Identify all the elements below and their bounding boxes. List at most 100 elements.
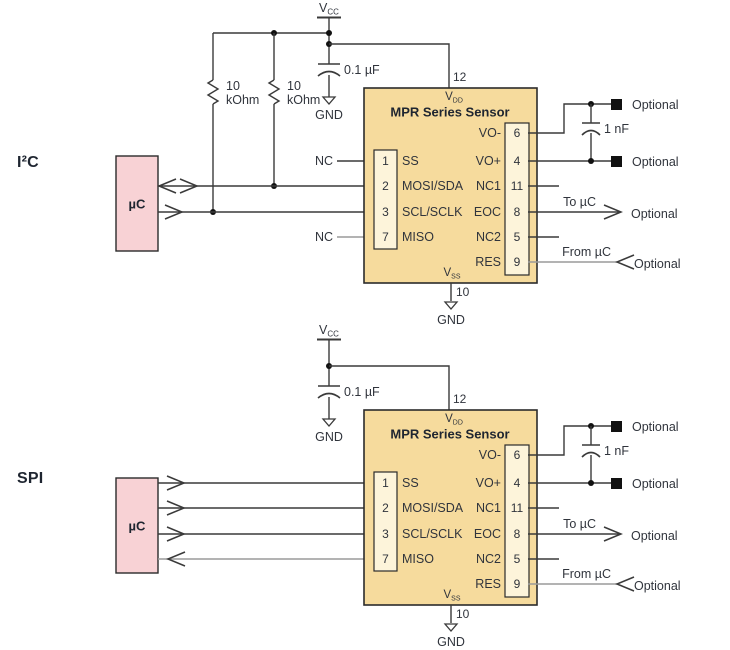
spi-arrow-left <box>166 551 186 567</box>
spi-optional-terminal-square <box>611 478 622 489</box>
i2c-pin-name: NC2 <box>476 230 501 244</box>
spi-gnd-label: GND <box>315 430 343 444</box>
i2c-pin-number: 4 <box>514 154 521 168</box>
spi-pin-10-number: 10 <box>456 607 470 621</box>
spi-sensor-title: MPR Series Sensor <box>390 427 509 442</box>
i2c-resistor-value: kOhm <box>287 93 320 107</box>
spi-decoupling-cap-plate-curved <box>317 392 341 399</box>
i2c-pin-number: 8 <box>514 205 521 219</box>
spi-optional-label: Optional <box>631 529 678 543</box>
i2c-pullup-resistor <box>206 79 220 105</box>
i2c-junction-dot <box>326 30 332 36</box>
spi-pin-number: 3 <box>382 527 389 541</box>
spi-vdd-branch-wire <box>329 365 450 410</box>
spi-arrow-right <box>166 500 186 516</box>
spi-pin-name: MOSI/SDA <box>402 501 464 515</box>
spi-pin-number: 4 <box>514 476 521 490</box>
i2c-resistor-value: 10 <box>226 79 240 93</box>
i2c-pin-number: 1 <box>382 154 389 168</box>
spi-pin-number: 9 <box>514 577 521 591</box>
i2c-optional-terminal-square <box>611 99 622 110</box>
spi-pin-number: 6 <box>514 448 521 462</box>
spi-arrow-right <box>603 526 623 542</box>
spi-optional-label: Optional <box>632 420 679 434</box>
spi-arrow-left <box>615 576 635 592</box>
spi-optional-label: Optional <box>632 477 679 491</box>
i2c-decoupling-cap-plate-curved <box>317 70 341 77</box>
spi-to-mcu-label: To µC <box>563 517 596 531</box>
i2c-pin-name: VO- <box>479 126 501 140</box>
spi-pin-number: 7 <box>382 552 389 566</box>
i2c-pin-number: 2 <box>382 179 389 193</box>
i2c-arrow-right <box>603 204 623 220</box>
i2c-pin-name: SS <box>402 154 419 168</box>
spi-pin-name: RES <box>475 577 501 591</box>
spi-pin-number: 2 <box>382 501 389 515</box>
i2c-pin-name: EOC <box>474 205 501 219</box>
spi-left-pin-box <box>373 471 398 572</box>
i2c-filter-cap-plate-curved <box>581 129 601 136</box>
i2c-gnd-symbol <box>321 96 337 105</box>
i2c-from-mcu-label: From µC <box>562 245 611 259</box>
i2c-pin-10-number: 10 <box>456 285 470 299</box>
spi-gnd-symbol <box>443 623 459 632</box>
spi-pin-name: VO- <box>479 448 501 462</box>
spi-vdd-label: VDD <box>445 413 463 426</box>
spi-pin-12-number: 12 <box>453 392 467 406</box>
i2c-nc-label: NC <box>315 230 333 244</box>
i2c-gnd-symbol <box>443 301 459 310</box>
spi-pin-name: SCL/SCLK <box>402 527 463 541</box>
section-label-i2c: I²C <box>17 154 39 171</box>
i2c-to-mcu-label: To µC <box>563 195 596 209</box>
i2c-decoupling-cap-value: 0.1 µF <box>344 63 380 77</box>
spi-mcu-label: µC <box>129 519 146 534</box>
spi-pin-number: 1 <box>382 476 389 490</box>
i2c-pin-number: 9 <box>514 255 521 269</box>
spi-pin-name: NC1 <box>476 501 501 515</box>
i2c-optional-label: Optional <box>632 155 679 169</box>
i2c-vo-minus-wire <box>528 103 611 134</box>
i2c-pullup-resistor <box>267 79 281 105</box>
i2c-filter-cap-value: 1 nF <box>604 122 629 136</box>
spi-pin-name: VO+ <box>476 476 501 490</box>
i2c-pin-number: 5 <box>514 230 521 244</box>
spi-pin-name: EOC <box>474 527 501 541</box>
spi-pin-number: 8 <box>514 527 521 541</box>
spi-pin-name: NC2 <box>476 552 501 566</box>
i2c-bidirectional-arrow <box>179 178 199 194</box>
i2c-gnd-label: GND <box>437 313 465 327</box>
i2c-optional-terminal-square <box>611 156 622 167</box>
i2c-pin-number: 7 <box>382 230 389 244</box>
i2c-arrow-right <box>164 204 184 220</box>
i2c-pin-name: NC1 <box>476 179 501 193</box>
spi-right-pin-box <box>504 444 530 598</box>
i2c-vdd-branch-wire <box>329 43 450 88</box>
i2c-resistor-value: kOhm <box>226 93 259 107</box>
i2c-vss-label: VSS <box>443 267 460 280</box>
i2c-arrow-left <box>615 254 635 270</box>
spi-pin-number: 5 <box>514 552 521 566</box>
spi-vo-minus-wire <box>528 425 611 456</box>
spi-gnd-label: GND <box>437 635 465 649</box>
i2c-bidirectional-arrow <box>157 178 177 194</box>
i2c-right-pin-box <box>504 122 530 276</box>
spi-junction-dot <box>588 480 594 486</box>
i2c-gnd-label: GND <box>315 108 343 122</box>
i2c-resistor-value: 10 <box>287 79 301 93</box>
i2c-nc-label: NC <box>315 154 333 168</box>
i2c-junction-dot <box>588 158 594 164</box>
i2c-optional-label: Optional <box>634 257 681 271</box>
spi-filter-cap-value: 1 nF <box>604 444 629 458</box>
i2c-vdd-label: VDD <box>445 91 463 104</box>
spi-pin-number: 11 <box>511 501 524 515</box>
i2c-pin-name: MISO <box>402 230 434 244</box>
spi-gnd-symbol <box>321 418 337 427</box>
i2c-mcu-box <box>115 155 159 252</box>
spi-pin-name: SS <box>402 476 419 490</box>
i2c-optional-label: Optional <box>632 98 679 112</box>
i2c-pin-name: RES <box>475 255 501 269</box>
spi-arrow-right <box>166 475 186 491</box>
spi-vss-label: VSS <box>443 589 460 602</box>
